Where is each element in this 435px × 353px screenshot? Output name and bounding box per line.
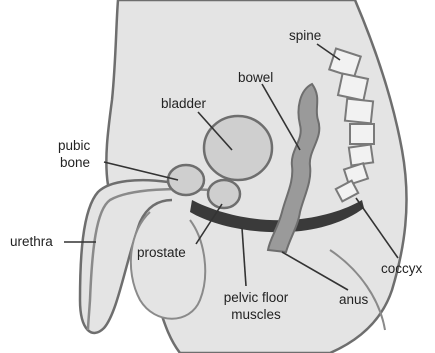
pubic-bone (168, 165, 204, 195)
bladder (204, 116, 272, 180)
label-coccyx: coccyx (381, 261, 423, 276)
label-urethra: urethra (10, 234, 53, 249)
label-anus: anus (339, 292, 369, 307)
label-bladder: bladder (161, 96, 207, 111)
label-pubic-bone-line1: pubic (58, 138, 91, 153)
label-prostate: prostate (137, 245, 186, 260)
label-pubic-bone-line2: bone (60, 155, 90, 170)
label-pelvic-floor-line1: pelvic floor (224, 290, 289, 305)
prostate (208, 180, 240, 208)
scrotum-outline (131, 212, 205, 319)
label-pelvic-floor-line2: muscles (231, 307, 281, 322)
label-spine: spine (289, 28, 321, 43)
label-bowel: bowel (238, 70, 273, 85)
